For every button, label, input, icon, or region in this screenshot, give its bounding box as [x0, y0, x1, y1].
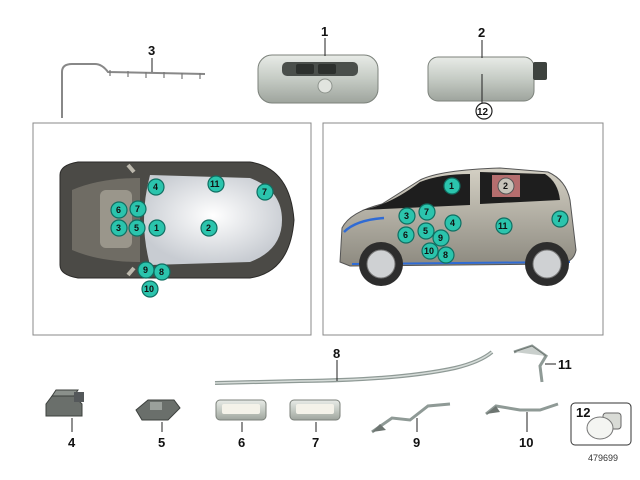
reference-number: 479699 — [588, 453, 618, 463]
part-label-7: 7 — [312, 435, 319, 450]
top-view-badges: 4 11 7 6 7 3 5 1 2 9 8 10 — [110, 175, 274, 298]
svg-text:6: 6 — [116, 205, 121, 215]
top-badge: 5 — [128, 219, 146, 237]
part-8-ambient-light-strip: 8 — [214, 346, 494, 385]
top-badge: 2 — [200, 219, 218, 237]
part-label-12: 12 — [576, 405, 590, 420]
top-badge: 7 — [129, 200, 147, 218]
part-1-roof-function-center: 1 — [257, 24, 379, 104]
part-7-door-light: 7 — [289, 399, 341, 450]
top-badge: 3 — [110, 219, 128, 237]
side-badge: 4 — [444, 214, 462, 232]
svg-text:10: 10 — [144, 284, 154, 294]
part-6-footwell-light: 6 — [215, 399, 267, 450]
part-label-12-callout: 12 — [477, 107, 489, 118]
svg-text:2: 2 — [503, 181, 508, 191]
side-badge: 10 — [421, 242, 439, 260]
part-12-callout — [475, 102, 493, 120]
side-badge: 1 — [443, 177, 461, 195]
side-badge: 5 — [417, 222, 435, 240]
svg-text:1: 1 — [154, 223, 159, 233]
svg-text:5: 5 — [423, 226, 428, 236]
part-4-interior-switch: 4 — [45, 389, 84, 450]
svg-text:2: 2 — [206, 223, 211, 233]
part-12-bulb: 12 — [570, 402, 632, 446]
top-badge: 9 — [137, 261, 155, 279]
part-5-interior-switch: 5 — [135, 399, 181, 450]
svg-text:3: 3 — [404, 211, 409, 221]
part-label-1: 1 — [321, 24, 328, 39]
svg-text:4: 4 — [450, 218, 455, 228]
svg-text:7: 7 — [135, 204, 140, 214]
part-label-2: 2 — [478, 25, 485, 40]
svg-text:5: 5 — [134, 223, 139, 233]
svg-text:9: 9 — [438, 233, 443, 243]
svg-text:3: 3 — [116, 223, 121, 233]
part-3-wire-harness: 3 — [61, 43, 206, 118]
side-badge: 2 — [497, 177, 515, 195]
part-label-9: 9 — [413, 435, 420, 450]
svg-text:11: 11 — [498, 221, 508, 231]
top-badge: 8 — [153, 263, 171, 281]
top-badge: 11 — [207, 175, 225, 193]
svg-text:11: 11 — [210, 179, 220, 189]
side-badge: 9 — [432, 229, 450, 247]
svg-text:9: 9 — [143, 265, 148, 275]
side-view-badges: 1 2 3 7 4 6 5 9 11 10 8 7 — [397, 177, 569, 264]
part-label-10: 10 — [519, 435, 533, 450]
part-10-light-guide: 10 — [485, 402, 559, 450]
svg-text:7: 7 — [262, 187, 267, 197]
svg-text:1: 1 — [449, 181, 454, 191]
svg-text:7: 7 — [424, 207, 429, 217]
svg-text:4: 4 — [153, 182, 158, 192]
part-2-rear-interior-light: 2 12 — [427, 25, 547, 120]
side-badge: 11 — [495, 217, 513, 235]
side-badge: 6 — [397, 226, 415, 244]
svg-text:10: 10 — [424, 246, 434, 256]
part-label-8: 8 — [333, 346, 340, 361]
part-label-5: 5 — [158, 435, 165, 450]
top-badge: 7 — [256, 183, 274, 201]
side-badge: 3 — [398, 207, 416, 225]
svg-text:8: 8 — [159, 267, 164, 277]
part-label-3: 3 — [148, 43, 155, 58]
svg-text:6: 6 — [403, 230, 408, 240]
side-badge: 7 — [551, 210, 569, 228]
top-badge: 6 — [110, 201, 128, 219]
top-badge: 10 — [141, 280, 159, 298]
top-badge: 4 — [147, 178, 165, 196]
car-top-view — [59, 161, 295, 279]
side-badge: 8 — [437, 246, 455, 264]
top-badge: 1 — [148, 219, 166, 237]
part-label-4: 4 — [68, 435, 76, 450]
part-label-6: 6 — [238, 435, 245, 450]
part-9-light-guide: 9 — [371, 402, 451, 450]
svg-text:7: 7 — [557, 214, 562, 224]
part-11-light-guide: 11 — [513, 344, 572, 383]
part-label-11: 11 — [558, 357, 572, 372]
side-badge: 7 — [418, 203, 436, 221]
svg-text:8: 8 — [443, 250, 448, 260]
